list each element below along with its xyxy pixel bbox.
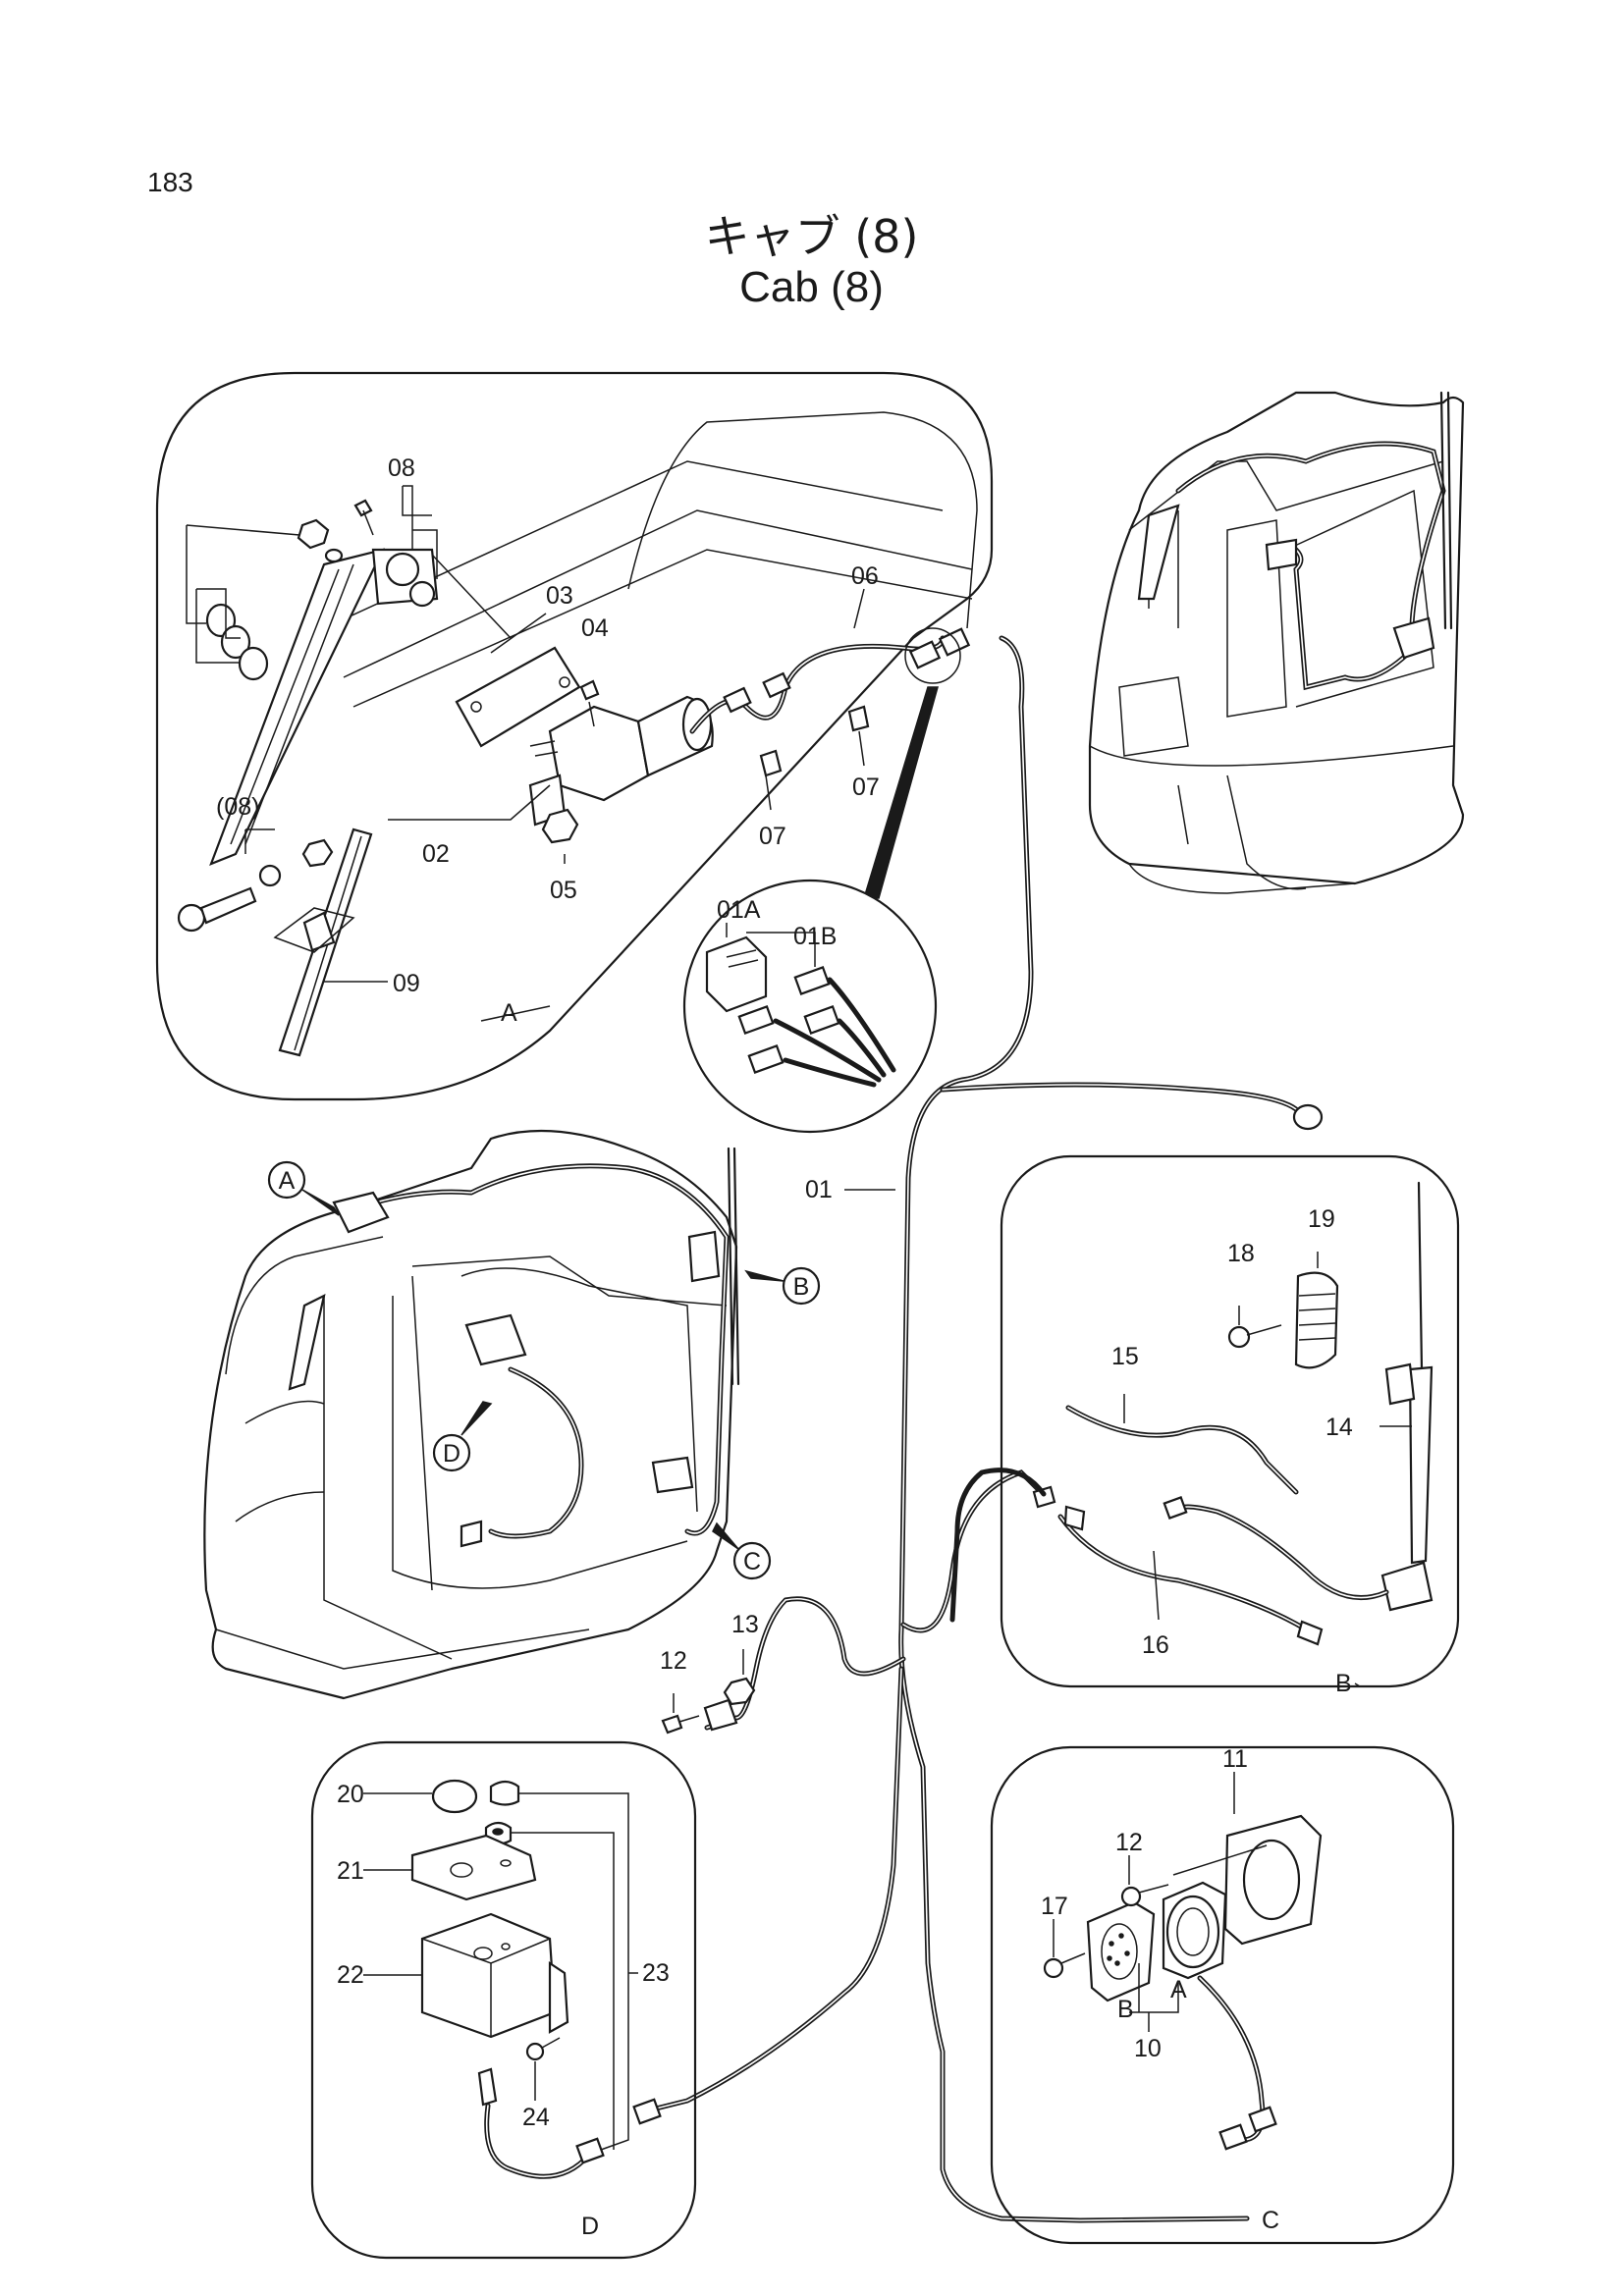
label-speaker-a: A: [1170, 1976, 1187, 2003]
callout-c: C: [712, 1522, 772, 1580]
label-p07a: 07: [852, 774, 880, 801]
label-p02: 02: [422, 840, 450, 868]
callout-a: A: [267, 1160, 340, 1216]
detail-view-b: [949, 1154, 1460, 1688]
label-p23: 23: [642, 1959, 670, 1987]
detail-view-c: [990, 1745, 1455, 2245]
detail-view-d: [310, 1740, 697, 2260]
label-p11: 11: [1222, 1745, 1248, 1773]
label-detail-d: D: [581, 2213, 599, 2240]
label-p15: 15: [1111, 1343, 1139, 1370]
cab-main-view: A B C D: [203, 1129, 821, 1700]
label-p07b: 07: [759, 823, 786, 850]
label-p18: 18: [1227, 1240, 1255, 1267]
label-p14: 14: [1325, 1414, 1353, 1441]
label-p21: 21: [337, 1857, 364, 1885]
detail-view-a: [155, 371, 994, 1101]
label-p13: 13: [731, 1611, 759, 1638]
label-detail-b: B: [1335, 1670, 1352, 1697]
label-p04: 04: [581, 614, 609, 642]
label-detail-c: C: [1262, 2207, 1279, 2234]
callout-b: B: [744, 1266, 821, 1306]
main-harness: [632, 635, 1324, 2223]
label-p06: 06: [851, 562, 879, 590]
label-p09: 09: [393, 970, 420, 997]
label-p03: 03: [546, 582, 573, 610]
label-p12a: 12: [660, 1647, 687, 1675]
label-p10: 10: [1134, 2035, 1162, 2062]
label-speaker-b: B: [1117, 1996, 1134, 2023]
label-p16: 16: [1142, 1631, 1169, 1659]
label-p22: 22: [337, 1961, 364, 1989]
svg-text:A: A: [279, 1167, 296, 1195]
label-p17: 17: [1041, 1893, 1068, 1920]
label-p24: 24: [522, 2104, 550, 2131]
svg-text:D: D: [443, 1440, 460, 1468]
label-p19: 19: [1308, 1205, 1335, 1233]
label-p08ref: (08): [216, 793, 259, 821]
cab-overview-top: [1088, 391, 1465, 894]
title-english: Cab (8): [739, 263, 884, 311]
label-p05: 05: [550, 877, 577, 904]
label-p20: 20: [337, 1781, 364, 1808]
svg-text:B: B: [793, 1273, 810, 1301]
page-number: 183: [147, 167, 193, 197]
connector-12-13: [661, 1649, 756, 1735]
label-p08: 08: [388, 454, 415, 482]
title-japanese: キャブ (8): [704, 210, 919, 263]
label-detail-a: A: [501, 999, 517, 1027]
label-p01: 01: [805, 1176, 833, 1203]
label-p01a: 01A: [717, 896, 761, 924]
label-p01b: 01B: [793, 923, 837, 950]
callout-d: D: [432, 1401, 493, 1472]
label-p12b: 12: [1115, 1829, 1143, 1856]
connector-detail-01: [682, 686, 939, 1134]
svg-text:C: C: [743, 1548, 761, 1575]
